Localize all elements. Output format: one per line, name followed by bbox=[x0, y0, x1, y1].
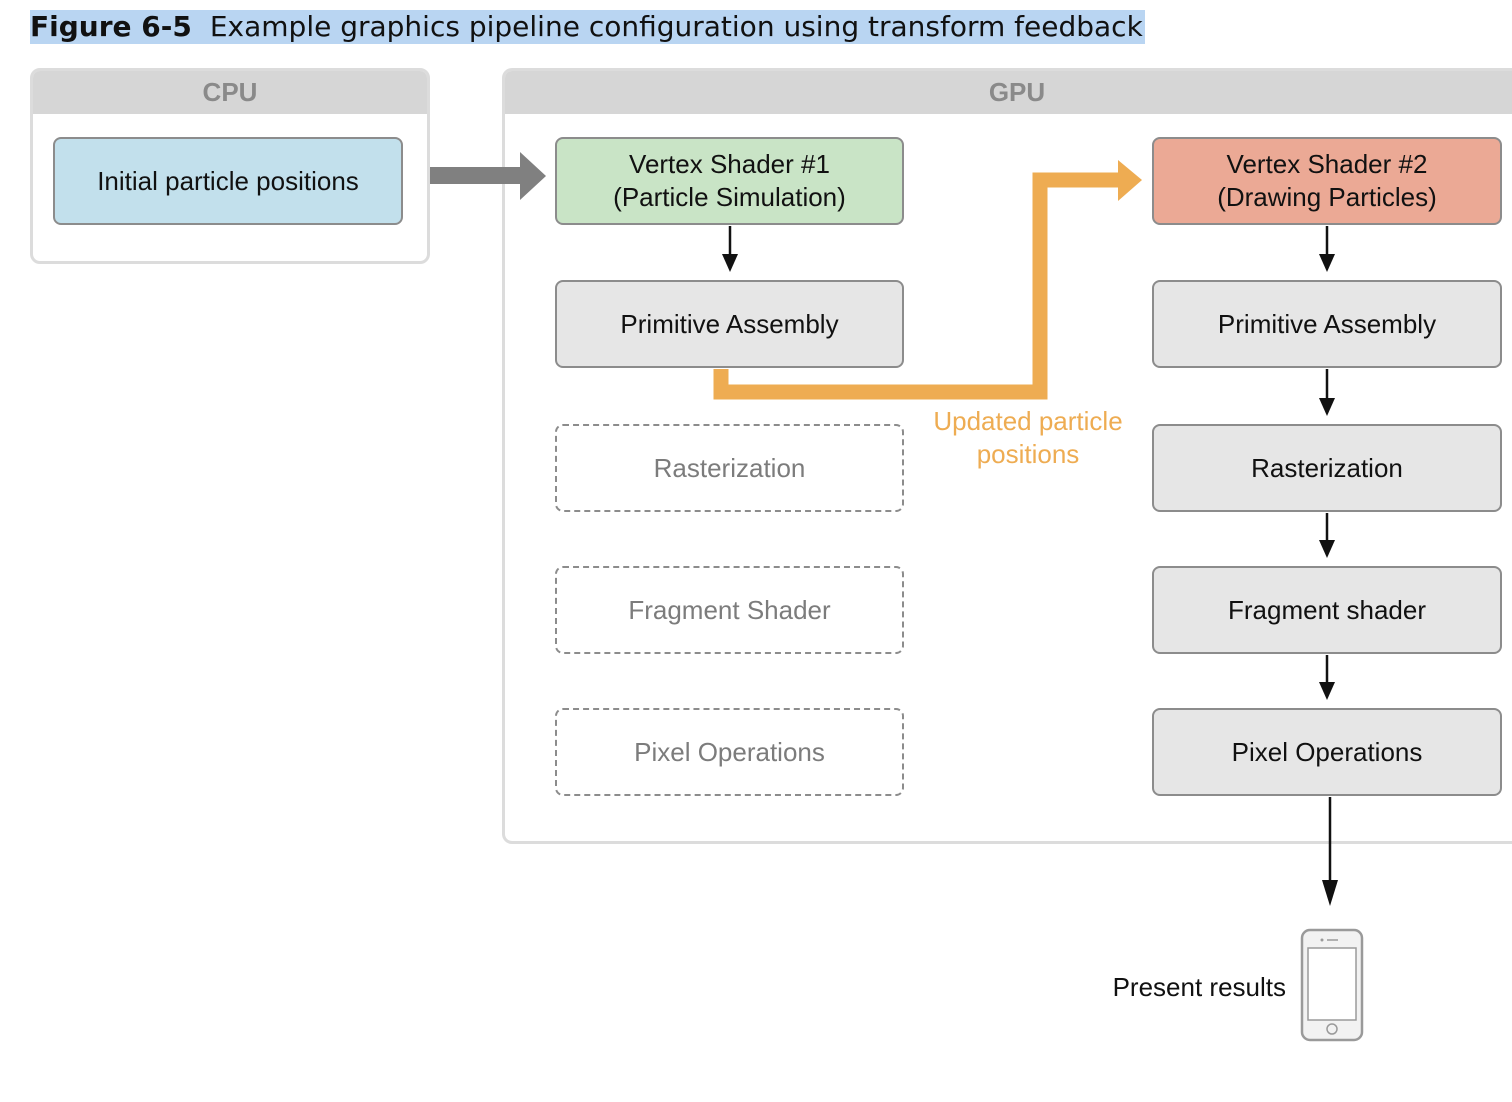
phone-icon bbox=[1300, 928, 1364, 1042]
node-initial-particle-positions: Initial particle positions bbox=[53, 137, 403, 225]
node-primitive-assembly-1: Primitive Assembly bbox=[555, 280, 904, 368]
transform-feedback-arrow bbox=[713, 160, 1142, 400]
node-vertex-shader-2: Vertex Shader #2 (Drawing Particles) bbox=[1152, 137, 1502, 225]
cpu-to-gpu-arrow bbox=[430, 152, 546, 200]
node-pixel-operations-1-disabled: Pixel Operations bbox=[555, 708, 904, 796]
node-rasterization-2: Rasterization bbox=[1152, 424, 1502, 512]
arrow-vs1-to-pa1 bbox=[722, 226, 738, 272]
node-pixel-operations-2: Pixel Operations bbox=[1152, 708, 1502, 796]
figure-caption: Figure 6-5 Example graphics pipeline conf… bbox=[30, 10, 1145, 44]
node-fragment-shader-1-disabled: Fragment Shader bbox=[555, 566, 904, 654]
arrow-rast2-to-frag2 bbox=[1319, 513, 1335, 558]
cpu-panel-title: CPU bbox=[33, 71, 427, 114]
gpu-panel-title: GPU bbox=[505, 71, 1512, 114]
arrow-pa2-to-rast2 bbox=[1319, 369, 1335, 416]
feedback-label: Updated particle positions bbox=[933, 406, 1123, 469]
node-fragment-shader-2: Fragment shader bbox=[1152, 566, 1502, 654]
node-vertex-shader-1: Vertex Shader #1 (Particle Simulation) bbox=[555, 137, 904, 225]
figure-number: Figure 6-5 bbox=[30, 10, 192, 43]
node-rasterization-1-disabled: Rasterization bbox=[555, 424, 904, 512]
figure-title: Example graphics pipeline configuration … bbox=[209, 10, 1143, 43]
arrow-pixel2-to-present bbox=[1322, 797, 1338, 906]
present-results-label: Present results bbox=[1112, 972, 1286, 1002]
arrow-vs2-to-pa2 bbox=[1319, 226, 1335, 272]
node-primitive-assembly-2: Primitive Assembly bbox=[1152, 280, 1502, 368]
arrow-frag2-to-pixel2 bbox=[1319, 655, 1335, 700]
